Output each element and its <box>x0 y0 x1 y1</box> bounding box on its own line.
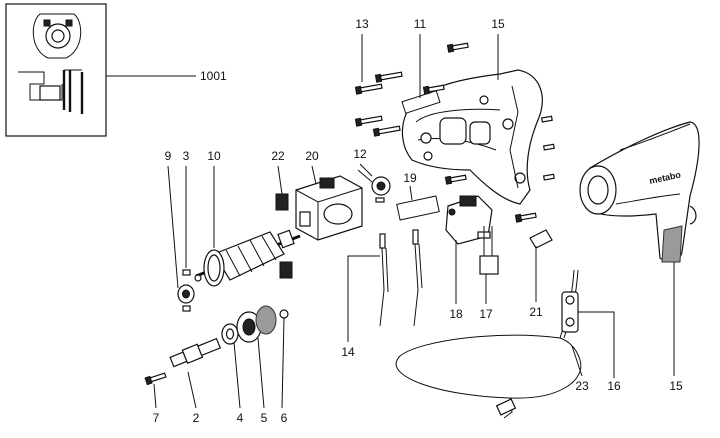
leader-lines <box>153 34 675 409</box>
callout-18: 18 <box>449 307 463 321</box>
callout-15-housing: 15 <box>491 17 505 31</box>
callout-2: 2 <box>193 411 200 425</box>
callout-15-drill: 15 <box>669 379 683 393</box>
callout-16: 16 <box>607 379 621 393</box>
bearing-12 <box>357 169 391 203</box>
assembled-drill: metabo <box>579 121 700 263</box>
rating-label-19 <box>396 195 440 221</box>
callout-5: 5 <box>261 411 268 425</box>
callout-1001: 1001 <box>200 69 227 83</box>
callout-20: 20 <box>305 149 319 163</box>
callout-14: 14 <box>341 345 355 359</box>
callout-6: 6 <box>281 411 288 425</box>
callout-9: 9 <box>165 149 172 163</box>
lock-button-21 <box>529 229 553 249</box>
cable-clamp-16 <box>561 291 579 333</box>
callout-11: 11 <box>414 17 427 31</box>
suppressor-17 <box>479 226 499 275</box>
callout-19: 19 <box>403 171 417 185</box>
callout-17: 17 <box>479 307 493 321</box>
callout-13: 13 <box>355 17 369 31</box>
callout-10: 10 <box>207 149 221 163</box>
callout-labels: 1001 13 11 15 9 3 10 22 20 12 19 14 18 1… <box>153 17 683 425</box>
callout-3: 3 <box>183 149 190 163</box>
callout-22: 22 <box>271 149 285 163</box>
brush-holders-22 <box>275 193 293 279</box>
power-cable-23 <box>395 269 582 419</box>
housing-half-shell <box>401 69 543 205</box>
callout-23: 23 <box>575 379 589 393</box>
switch-18 <box>445 195 493 245</box>
callout-21: 21 <box>529 305 543 319</box>
inset-detail-box <box>5 3 107 137</box>
stator-20 <box>295 175 363 241</box>
callout-12: 12 <box>353 147 367 161</box>
callout-4: 4 <box>237 411 244 425</box>
callout-7: 7 <box>153 411 160 425</box>
spindle-and-gears <box>144 305 289 386</box>
housing-screws <box>354 42 555 223</box>
carbon-brushes-14 <box>379 229 423 327</box>
bearing-9-washer-3 <box>177 269 195 312</box>
armature-10 <box>194 229 301 287</box>
